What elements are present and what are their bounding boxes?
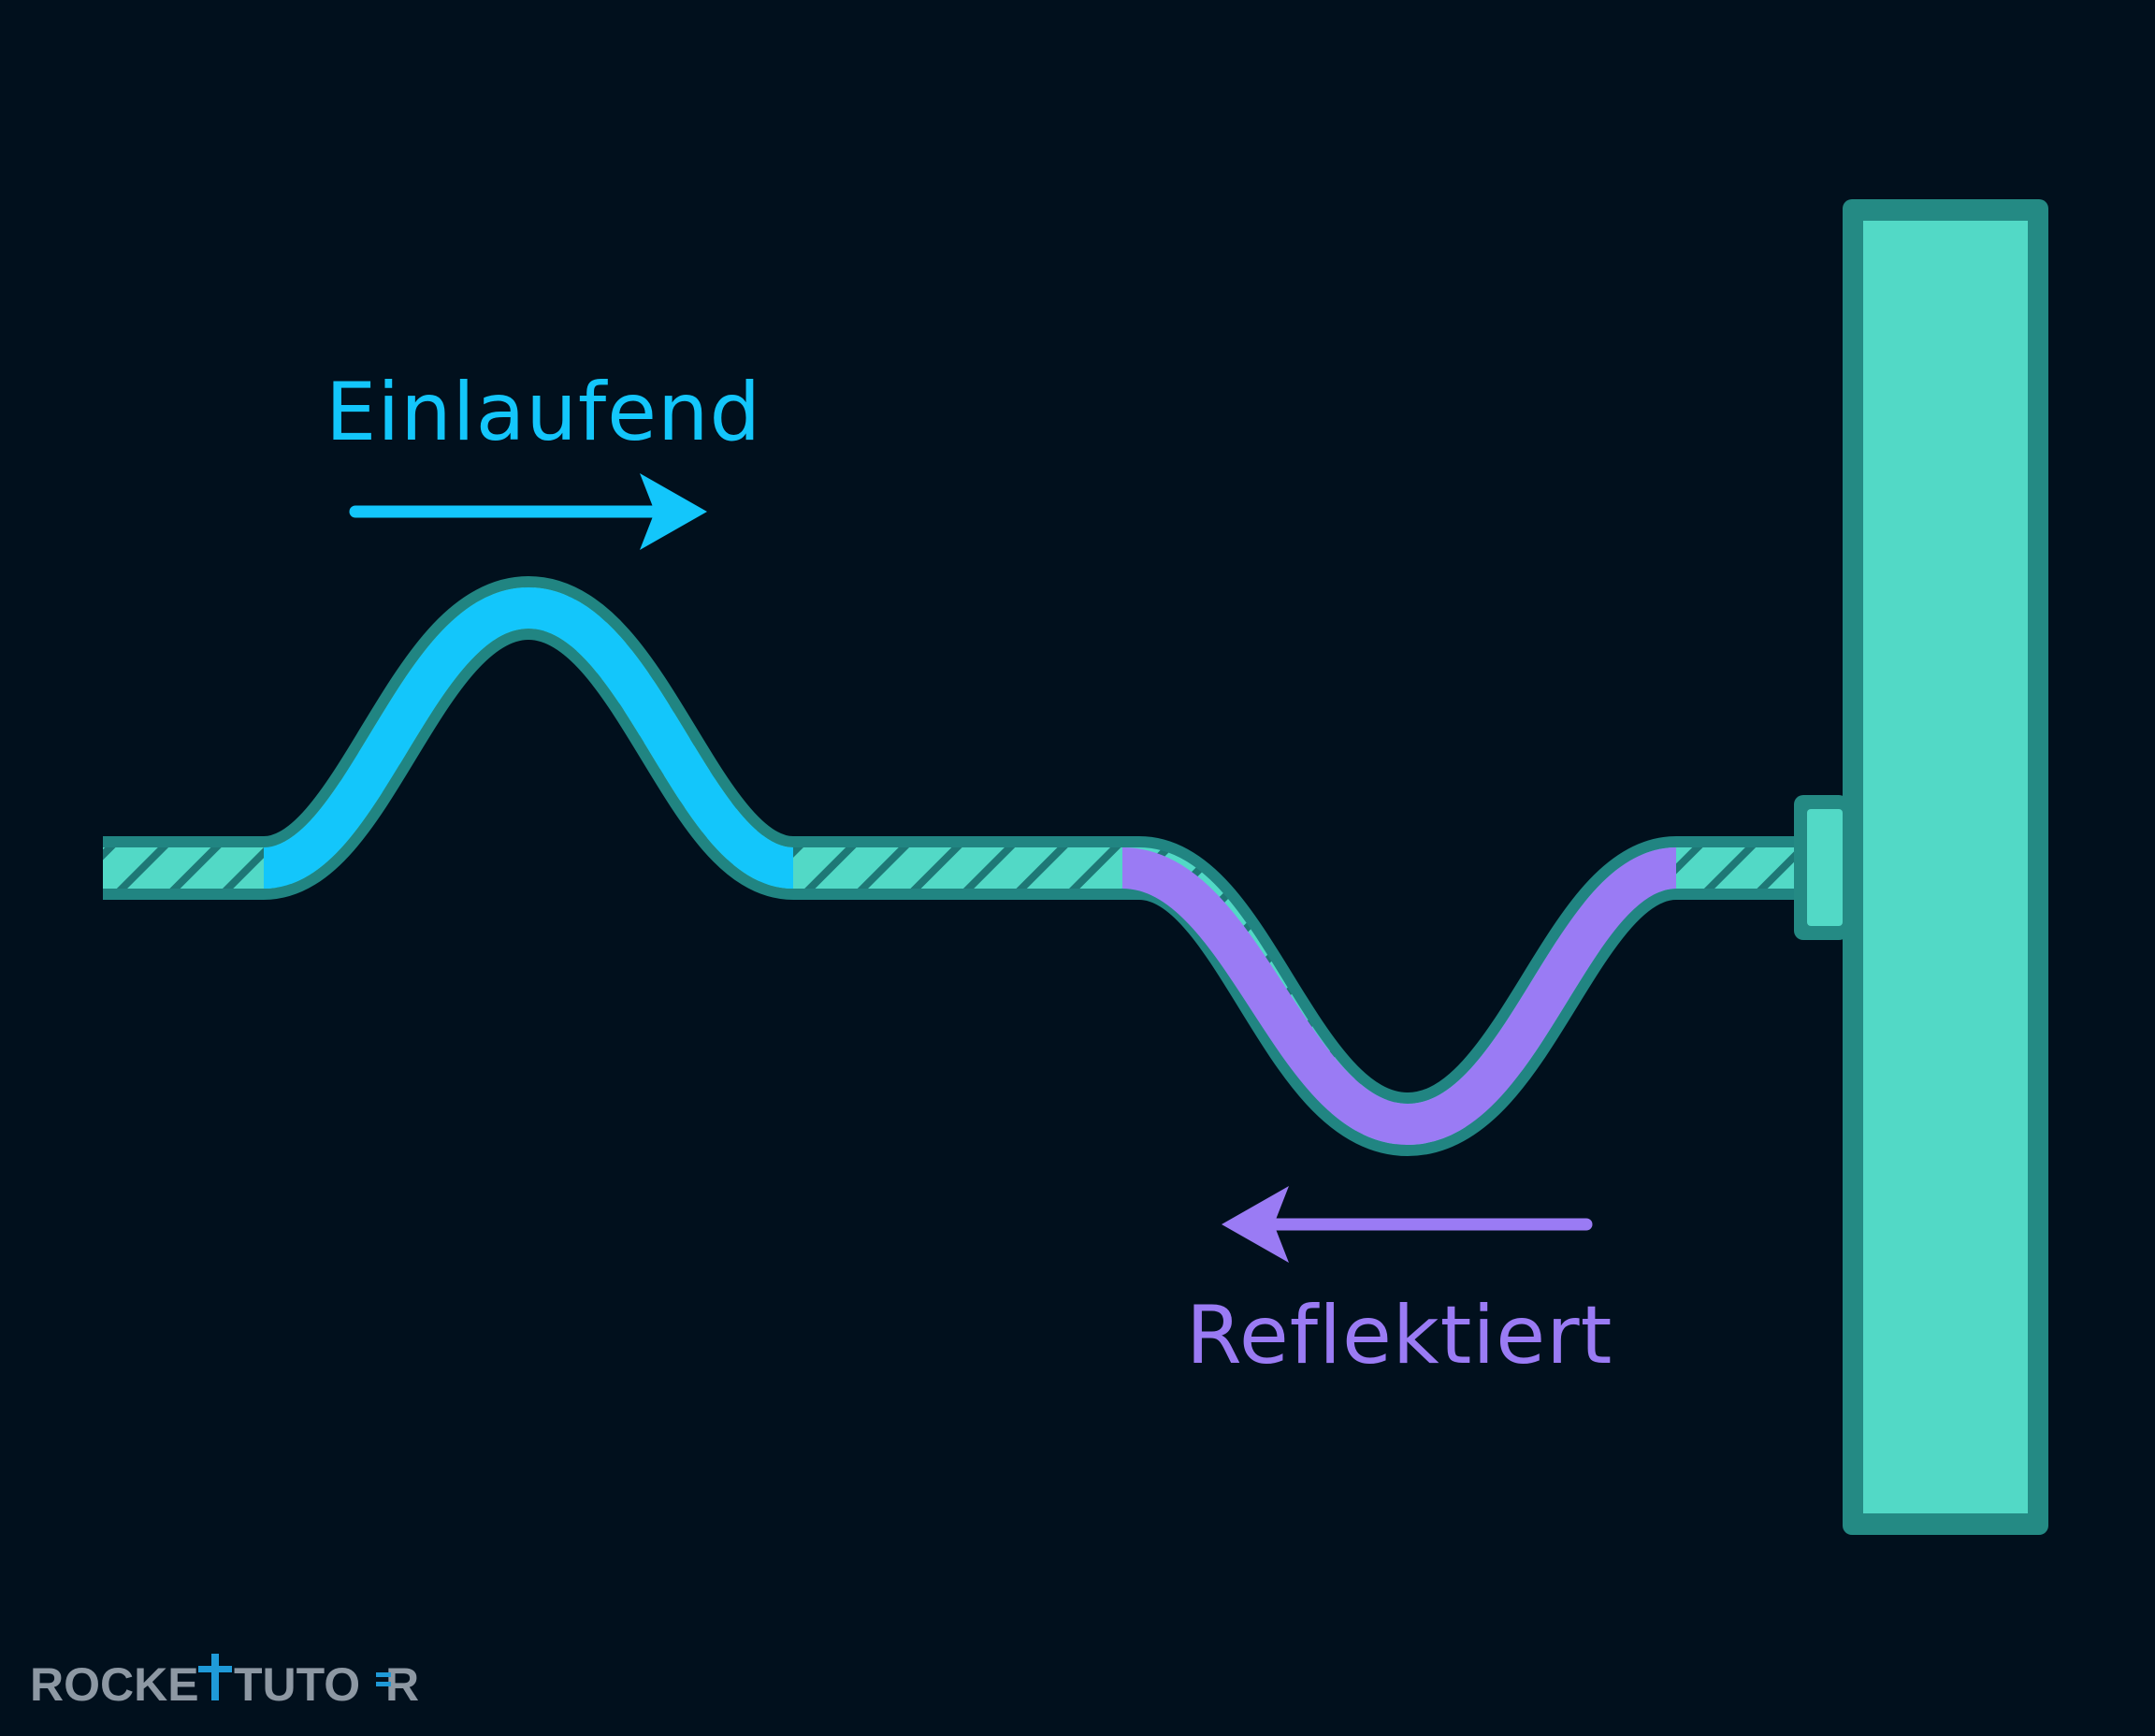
incoming-pulse: [261, 587, 796, 889]
rockettutor-logo: ROCKE TUTO R: [30, 1654, 419, 1711]
fixed-wall: [1843, 199, 2048, 1535]
reflected-pulse: [1121, 847, 1679, 1145]
logo-accent-bars: [376, 1672, 391, 1686]
logo-text-part3: R: [385, 1658, 419, 1711]
logo-plus-icon: [198, 1654, 232, 1700]
logo-text-part1: ROCKE: [30, 1658, 199, 1711]
reflected-label: Reflektiert: [1186, 1289, 1613, 1382]
arrow-right-icon: [349, 473, 707, 550]
rope-left-end: [94, 832, 103, 904]
rope-attachment-knob: [1794, 795, 1848, 940]
logo-text-part2: TUTO: [234, 1658, 360, 1711]
arrow-left-icon: [1222, 1186, 1593, 1263]
incoming-label: Einlaufend: [325, 366, 761, 459]
